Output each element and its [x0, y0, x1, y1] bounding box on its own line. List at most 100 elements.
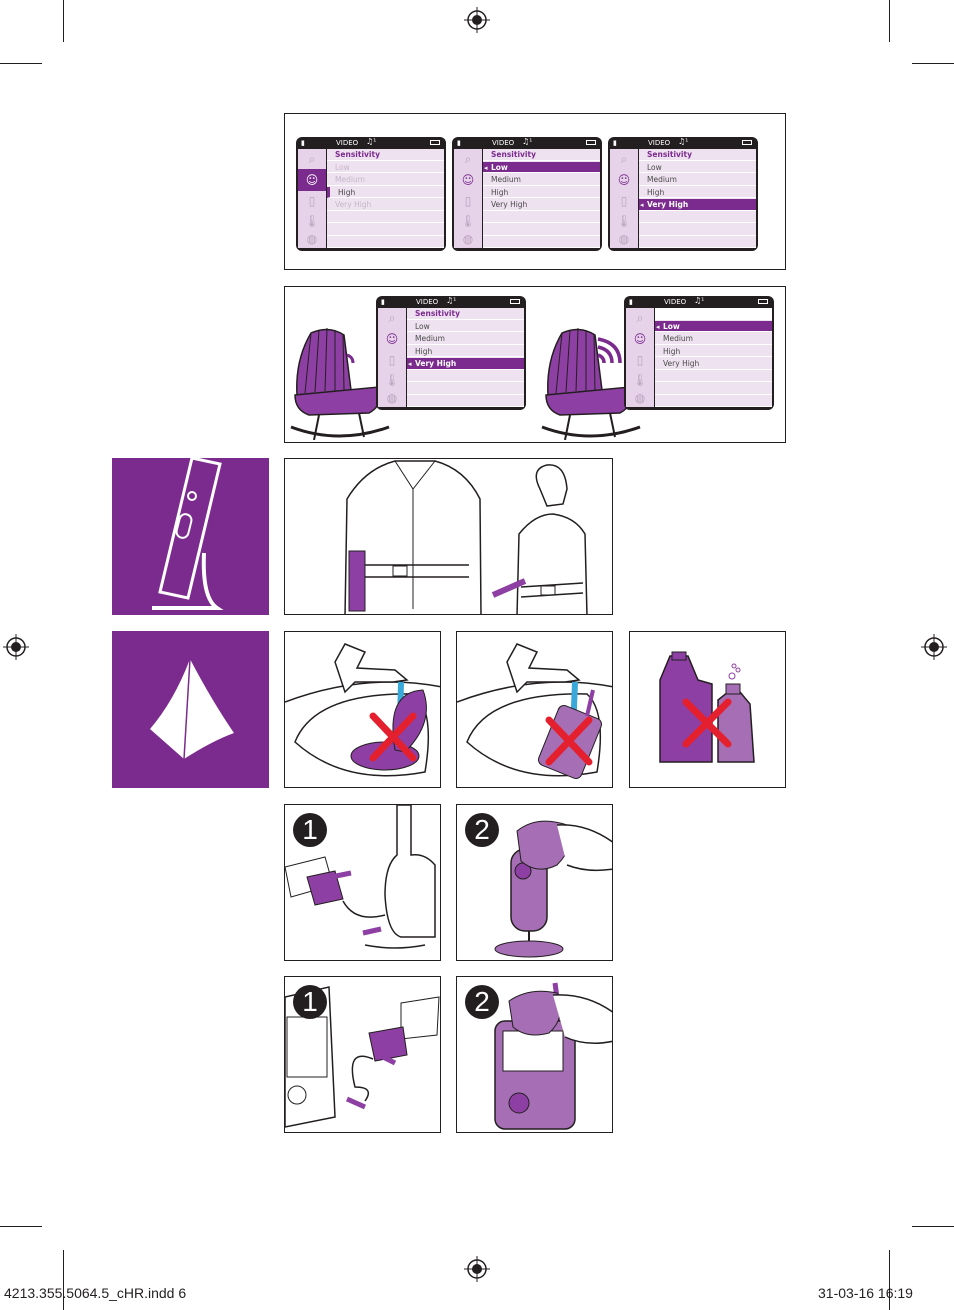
zoom-icon: ⌕	[620, 152, 628, 166]
menu-empty-row	[407, 383, 524, 395]
screen-title: VIDEO	[648, 139, 671, 147]
temperature-icon: 🌡	[384, 373, 400, 387]
menu-option[interactable]: Medium	[327, 174, 444, 186]
menu-option[interactable]: High	[655, 346, 772, 357]
menu-option[interactable]: Low	[639, 162, 756, 173]
tap-water-illustration	[285, 643, 440, 777]
globe-icon: ◍	[386, 391, 398, 405]
sensitivity-menu: Sensitivity Low Medium High Very High	[407, 308, 524, 407]
baby-face-icon: ☺	[461, 173, 475, 187]
battery-icon	[742, 140, 752, 145]
menu-option-selected[interactable]: Low	[655, 320, 772, 332]
temperature-icon: 🌡	[304, 214, 320, 228]
menu-option[interactable]: Medium	[407, 333, 524, 345]
menu-heading: Sensitivity	[483, 149, 600, 161]
cradle-sensitivity-panel: ▮ VIDEO ♫¹ ⌕ ☺ ▯ 🌡 ◍ Sensitivity Low Mediu…	[284, 286, 786, 443]
crop-mark	[63, 1250, 64, 1310]
menu-option-selected[interactable]: Very High	[639, 199, 756, 211]
menu-empty-row	[655, 371, 772, 382]
vibration-icon: ▯	[464, 194, 472, 208]
menu-option[interactable]: Medium	[639, 174, 756, 186]
music-note-icon: ♫¹	[694, 296, 705, 305]
wipe-baby-unit-panel: 2	[456, 804, 613, 961]
footer-timestamp: 31-03-16 16:19	[818, 1285, 913, 1301]
vibration-icon: ▯	[636, 353, 644, 367]
vibration-icon: ▯	[620, 194, 628, 208]
menu-heading: Sensitivity	[407, 308, 524, 320]
registration-mark-icon	[3, 634, 29, 660]
crop-mark	[912, 1226, 954, 1227]
menu-sidebar: ⌕ ☺ ▯ 🌡 ◍	[454, 149, 482, 248]
menu-option[interactable]: Very High	[327, 199, 444, 211]
unplug-baby-unit-panel: 1	[284, 804, 441, 961]
antenna-icon: ▮	[457, 139, 461, 147]
menu-sidebar: ⌕ ☺ ▯ 🌡 ◍	[378, 308, 406, 407]
menu-option[interactable]: Medium	[655, 333, 772, 345]
screen-title: VIDEO	[416, 298, 439, 306]
menu-empty-row	[327, 212, 444, 223]
menu-option[interactable]: High	[639, 187, 756, 198]
registration-mark-icon	[464, 1256, 490, 1282]
cleaning-tile	[112, 631, 269, 788]
menu-option[interactable]: Medium	[483, 174, 600, 186]
monitor-screen: ▮VIDEO♫¹ ⌕ ☺ ▯ 🌡 ◍ Low Medium High Very …	[624, 296, 774, 410]
menu-option[interactable]: Very High	[483, 199, 600, 211]
no-water-baby-unit-panel	[284, 631, 441, 788]
temperature-icon: 🌡	[616, 214, 632, 228]
monitor-screen: ▮ VIDEO ♫¹ ⌕ ☺ ▯ 🌡 ◍ Sensitivity Low Mediu…	[608, 137, 758, 251]
crop-mark	[912, 63, 954, 64]
antenna-icon: ▮	[613, 139, 617, 147]
screen-title: VIDEO	[664, 298, 687, 306]
zoom-icon: ⌕	[464, 152, 472, 166]
tap-water-illustration	[457, 643, 612, 779]
menu-option[interactable]: Low	[327, 162, 444, 173]
menu-empty-row	[483, 212, 600, 223]
battery-icon	[430, 140, 440, 145]
step-number: 1	[293, 813, 327, 847]
monitor-screen: ▮ VIDEO ♫¹ ⌕ ☺ ▯ 🌡 ◍ Sensitivity Low Mediu…	[452, 137, 602, 251]
selected-menu-icon	[298, 169, 326, 191]
wipe-parent-unit-panel: 2	[456, 976, 613, 1133]
antenna-icon: ▮	[381, 298, 385, 306]
menu-heading: Sensitivity	[639, 149, 756, 161]
screen-title: VIDEO	[492, 139, 515, 147]
sensitivity-screens-panel: ▮ VIDEO ♫¹ ⌕ ☺ ▯ 🌡 ◍ Sensitivity Low Mediu…	[284, 113, 786, 270]
crop-mark	[63, 0, 64, 42]
menu-option[interactable]: High	[327, 186, 444, 198]
menu-option[interactable]: Very High	[655, 358, 772, 370]
menu-option[interactable]: High	[483, 187, 600, 198]
music-note-icon: ♫¹	[678, 137, 689, 146]
step-number: 2	[465, 813, 499, 847]
crop-mark	[889, 1250, 890, 1310]
vibration-icon: ▯	[308, 194, 316, 208]
temperature-icon: 🌡	[632, 373, 648, 387]
belt-clip-tile	[112, 456, 269, 615]
baby-face-icon: ☺	[385, 332, 399, 346]
menu-empty-row	[483, 224, 600, 236]
baby-face-icon: ☺	[617, 173, 631, 187]
registration-mark-icon	[464, 7, 490, 33]
sensitivity-menu: Low Medium High Very High	[655, 308, 772, 407]
music-note-icon: ♫¹	[446, 296, 457, 305]
battery-icon	[758, 299, 768, 304]
menu-empty-row	[639, 224, 756, 236]
unplug-adapter-illustration	[285, 986, 440, 1128]
sensitivity-menu: Sensitivity Low Medium High Very High	[327, 149, 444, 248]
music-note-icon: ♫¹	[522, 137, 533, 146]
music-note-icon: ♫¹	[366, 137, 377, 146]
menu-option-selected[interactable]: Very High	[407, 358, 524, 370]
zoom-icon: ⌕	[308, 152, 316, 166]
menu-empty-row	[327, 237, 444, 248]
menu-option[interactable]: High	[407, 346, 524, 357]
menu-sidebar: ⌕ ☺ ▯ 🌡 ◍	[610, 149, 638, 248]
crop-mark	[0, 63, 42, 64]
menu-empty-row	[655, 383, 772, 395]
globe-icon: ◍	[462, 232, 474, 246]
menu-empty-row	[407, 396, 524, 407]
monitor-screen: ▮VIDEO♫¹ ⌕ ☺ ▯ 🌡 ◍ Sensitivity Low Mediu…	[296, 137, 446, 251]
crop-mark	[889, 0, 890, 42]
menu-option-selected[interactable]: Low	[483, 161, 600, 173]
menu-heading: Sensitivity	[327, 149, 444, 161]
menu-option[interactable]: Low	[407, 321, 524, 332]
temperature-icon: 🌡	[460, 214, 476, 228]
